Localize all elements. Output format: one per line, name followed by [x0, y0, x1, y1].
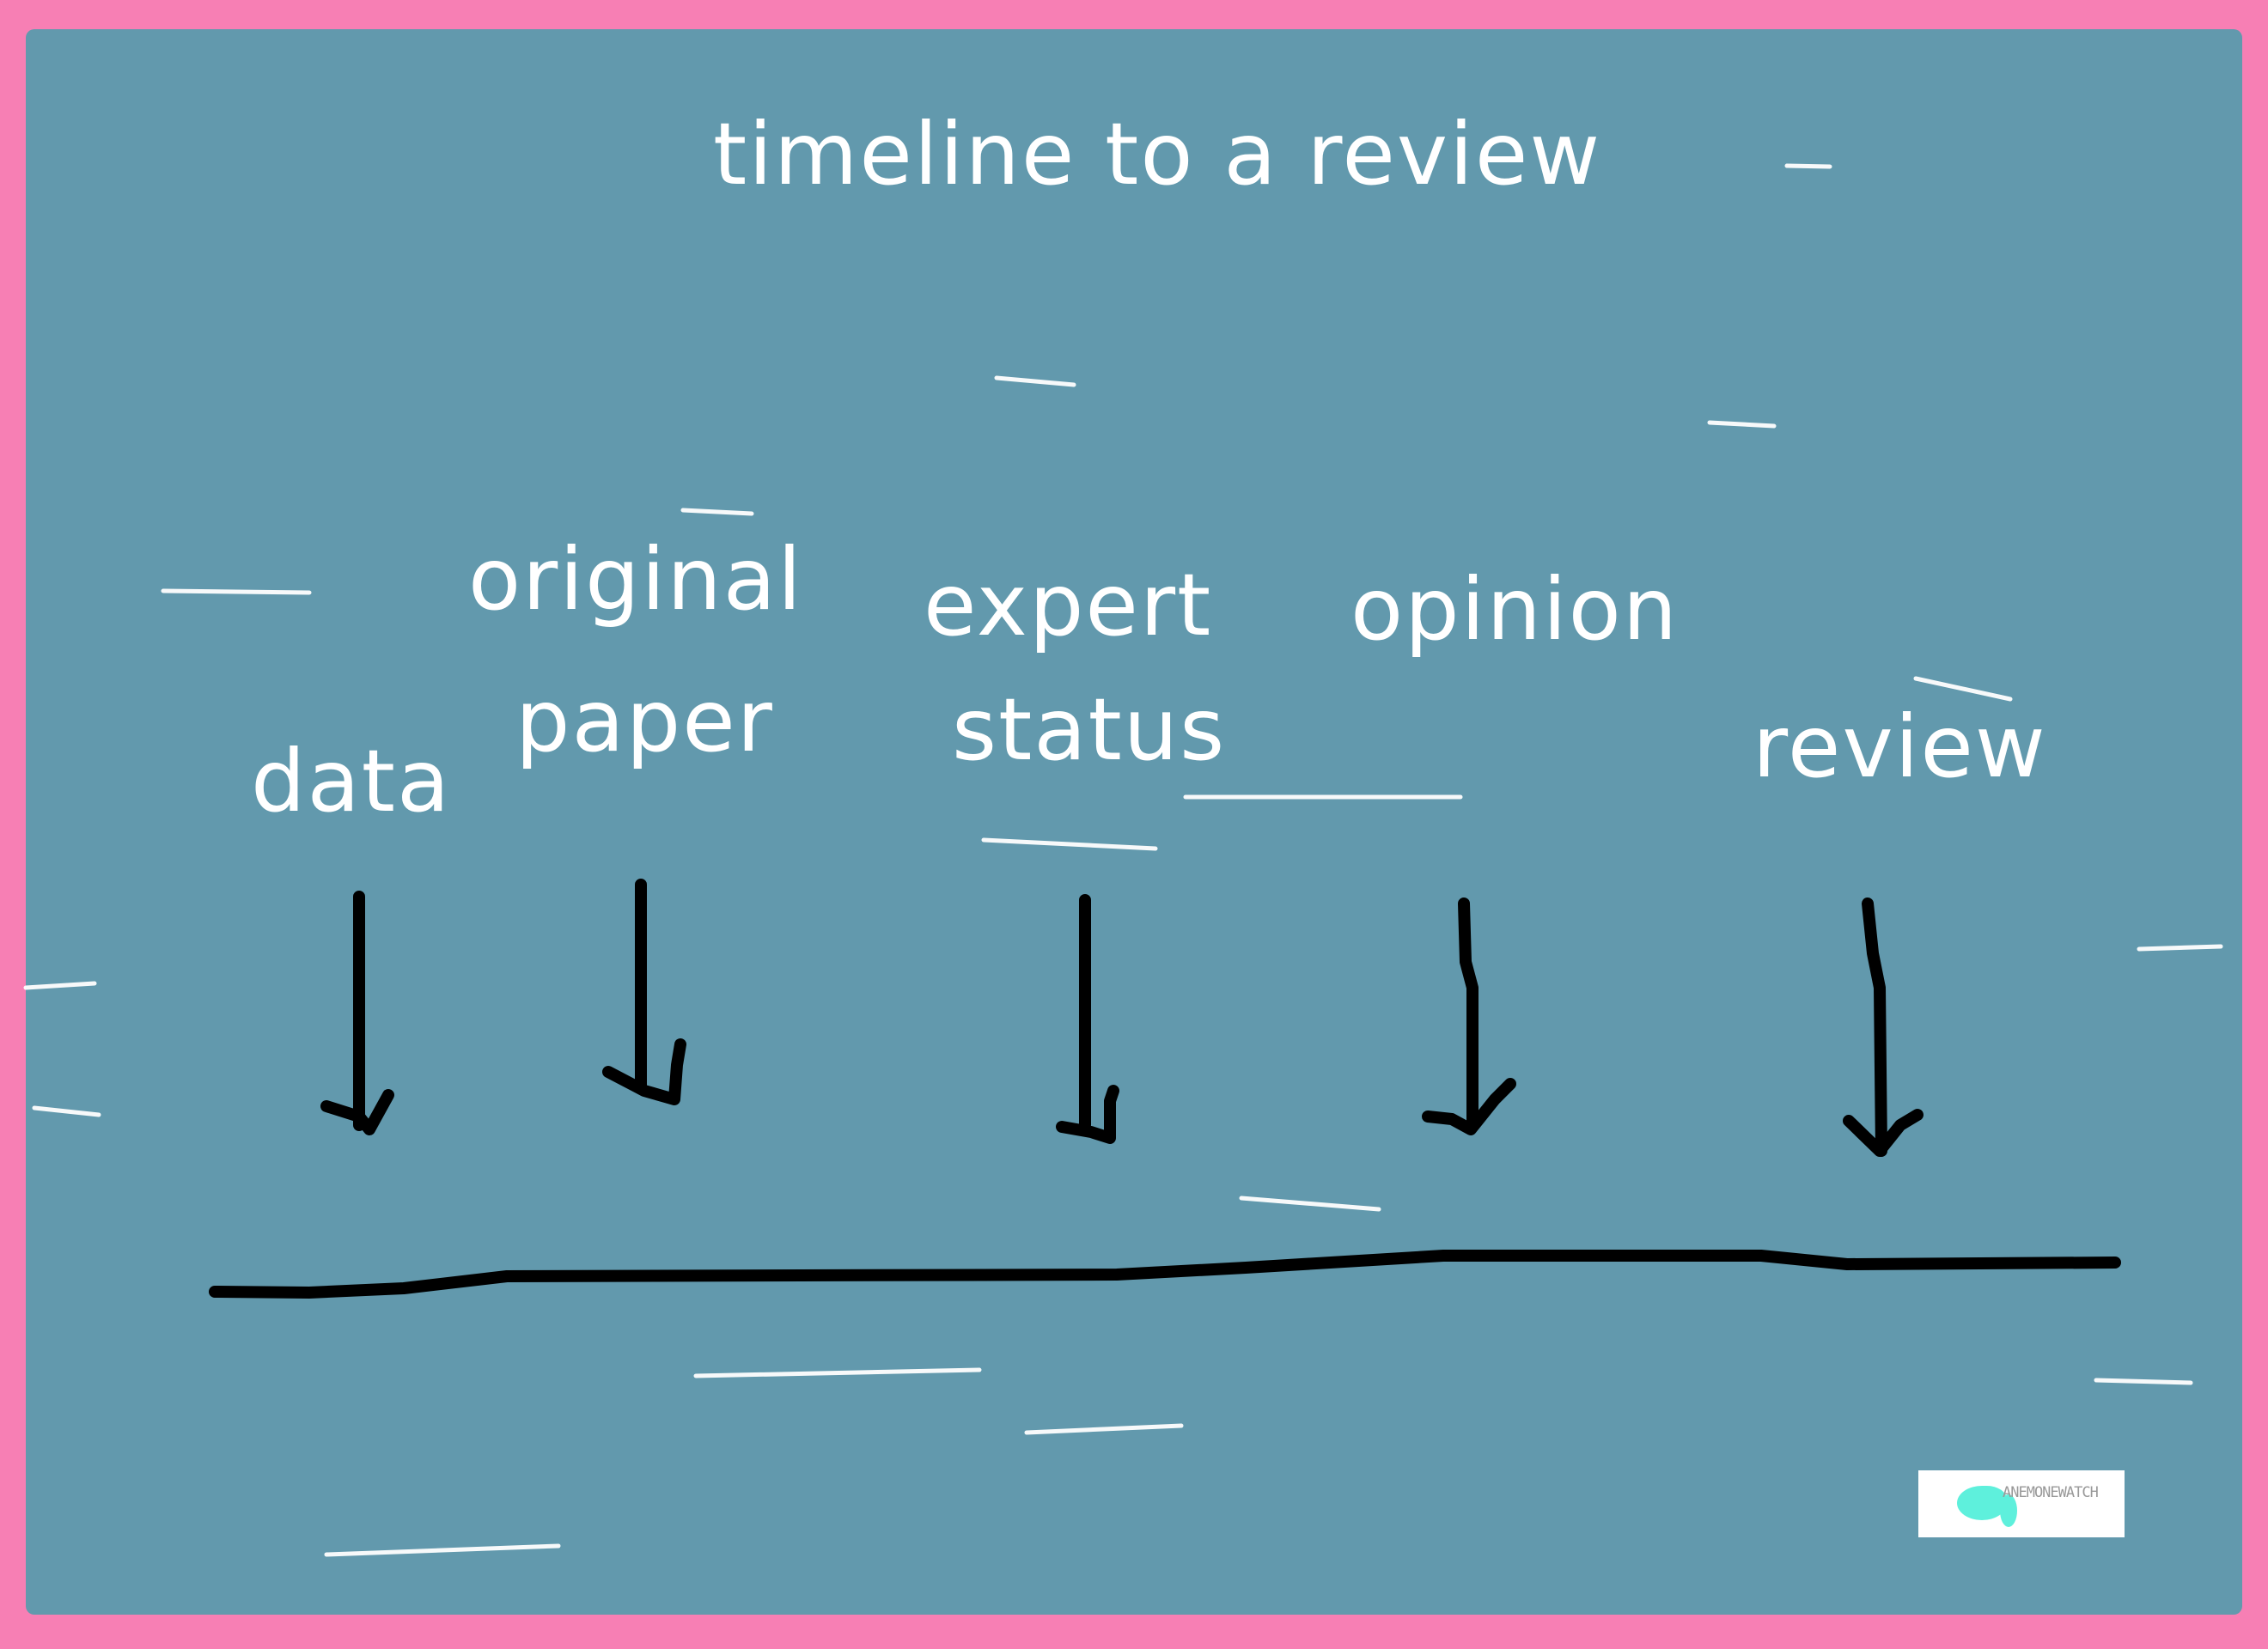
- label-expert: expert: [924, 555, 1213, 655]
- page-title: timeline to a review: [713, 104, 1602, 204]
- label-data: data: [251, 731, 452, 831]
- label-review: review: [1753, 697, 2047, 797]
- label-paper: paper: [515, 671, 774, 771]
- arrow-expert-status: [1056, 894, 1119, 1144]
- arrow-opinion: [1422, 898, 1516, 1135]
- logo-text: ANEMONEWATCH: [2003, 1484, 2099, 1501]
- arrow-data: [320, 891, 394, 1135]
- label-original: original: [468, 529, 803, 630]
- timeline-line: [209, 1250, 2121, 1299]
- arrow-original-paper: [602, 879, 686, 1105]
- anemonewatch-logo: ANEMONEWATCH: [1918, 1470, 2125, 1537]
- arrow-review: [1843, 898, 1924, 1157]
- label-opinion: opinion: [1350, 559, 1680, 660]
- board-background: [26, 29, 2242, 1615]
- label-status: status: [952, 679, 1227, 780]
- fish-icon: [1957, 1486, 2007, 1520]
- fish-fin-icon: [2000, 1494, 2017, 1527]
